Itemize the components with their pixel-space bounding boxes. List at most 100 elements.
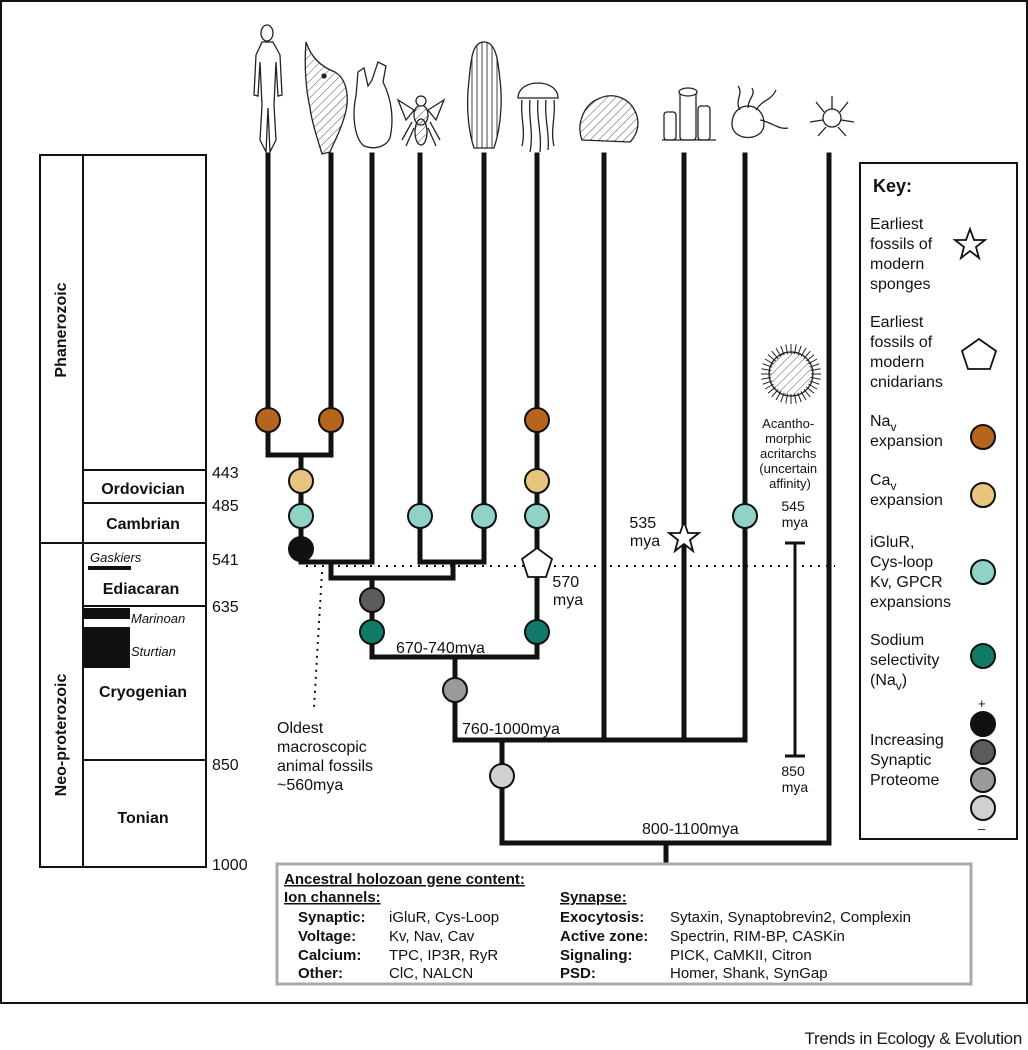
acritarch-spike (764, 383, 774, 390)
nav-marker (255, 407, 281, 433)
ion-row-label: Other: (298, 965, 343, 982)
key-syn-marker-4 (970, 795, 996, 821)
ion-channels-title: Ion channels: (284, 889, 381, 906)
iglur-marker (524, 503, 550, 529)
key-synaptic-label: Increasing Synaptic Proteome (870, 732, 948, 789)
nav-marker (318, 407, 344, 433)
key-sodium-label: Sodium selectivity (Nav) (870, 632, 944, 693)
cnidarian-date-label: 570 mya (552, 574, 583, 609)
sponge-date-label: 535 mya (629, 515, 660, 550)
acritarch-spike (797, 392, 802, 403)
journal-attribution: Trends in Ecology & Evolution (804, 1029, 1023, 1048)
key-syn-marker-3 (970, 767, 996, 793)
fruit-fly-icon (396, 95, 446, 147)
acritarch-spike (771, 388, 779, 398)
organism-icons (253, 24, 855, 404)
coral-icon (579, 95, 639, 143)
sponge-fossil-star-icon (666, 519, 702, 554)
jellyfish-icon (517, 82, 559, 153)
acritarch-spike (805, 354, 815, 362)
key-plus-sign: + (978, 696, 986, 711)
oldest-fossils-label: Oldest macroscopic animal fossils ~560my… (277, 720, 377, 794)
acritarch-range-bar (785, 541, 805, 758)
ion-row-label: Voltage: (298, 928, 356, 945)
key-nav-marker (970, 424, 996, 450)
acritarch-spike (793, 344, 797, 355)
node-800-label: 800-1100mya (642, 821, 739, 838)
acritarch-fossil-icon (761, 344, 821, 404)
acritarch-spike (767, 386, 777, 394)
ion-row-value: iGluR, Cys-Loop (389, 909, 499, 926)
acritarch-spike (764, 358, 774, 365)
ion-row-label: Synaptic: (298, 909, 366, 926)
synaptic-proteome-marker-3 (442, 677, 468, 703)
age-850: 850 (212, 757, 239, 774)
key-minus-sign: – (978, 821, 986, 836)
sodium-selectivity-marker (359, 619, 385, 645)
acritarch-spike (805, 386, 815, 394)
label-marinoan: Marinoan (131, 611, 185, 626)
node-760-label: 760-1000mya (462, 721, 560, 738)
acritarch-spike (762, 363, 773, 368)
iglur-marker (471, 503, 497, 529)
period-tonian: Tonian (117, 810, 168, 827)
key-syn-marker-2 (970, 739, 996, 765)
acritarch-label: Acantho- morphic acritarchs (uncertain a… (759, 416, 820, 491)
placozoan-icon (809, 96, 855, 137)
ion-row-value: TPC, IP3R, RyR (389, 947, 498, 964)
synapse-row-label: Signaling: (560, 947, 633, 964)
label-gaskiers: Gaskiers (90, 550, 142, 565)
synapse-row-value: PICK, CaMKII, Citron (670, 947, 812, 964)
acritarch-spike (803, 388, 811, 398)
synapse-row-value: Sytaxin, Synaptobrevin2, Complexin (670, 909, 911, 926)
key-iglur-marker (970, 559, 996, 585)
synapse-title: Synapse: (560, 889, 627, 906)
acritarch-spike (809, 363, 820, 368)
synapse-row-label: Active zone: (560, 928, 648, 945)
figure-frame (0, 0, 1028, 1004)
acritarch-spike (810, 368, 821, 372)
acritarch-spike (800, 347, 807, 357)
hydrozoan-colony-icon (662, 87, 716, 141)
key-sponges-label: Earliest fossils of modern sponges (870, 216, 937, 293)
acritarch-spike (810, 376, 821, 380)
period-ordovician: Ordovician (101, 481, 185, 498)
acritarch-spike (793, 393, 797, 404)
key-sodium-marker (970, 643, 996, 669)
acritarch-spike (803, 350, 811, 360)
synaptic-proteome-marker-1 (288, 536, 314, 562)
tree-labels: 670-740mya 760-1000mya 800-1100mya 535 m… (277, 416, 820, 838)
synapse-row-value: Spectrin, RIM-BP, CASKin (670, 928, 845, 945)
period-cryogenian: Cryogenian (99, 684, 187, 701)
eon-neoproterozoic: Neo-proterozoic (53, 674, 70, 797)
age-635: 635 (212, 599, 239, 616)
label-sturtian: Sturtian (131, 644, 176, 659)
key-syn-marker-1 (970, 711, 996, 737)
period-ediacaran: Ediacaran (103, 581, 179, 598)
acritarch-spike (775, 347, 782, 357)
iglur-marker (732, 503, 758, 529)
node-670-label: 670-740mya (396, 640, 485, 657)
cav-marker (288, 468, 314, 494)
acritarch-top-date: 545 mya (781, 498, 808, 530)
acritarch-spike (780, 345, 785, 356)
acritarch-spike (808, 383, 818, 390)
acritarch-spike (761, 368, 772, 372)
acritarch-spike (785, 344, 789, 355)
acritarch-spike (775, 391, 782, 401)
synapse-row-value: Homer, Shank, SynGap (670, 965, 828, 982)
period-cambrian: Cambrian (106, 516, 180, 533)
synaptic-proteome-marker-2 (359, 587, 385, 613)
ancestral-gene-content-box: Ancestral holozoan gene content: Ion cha… (275, 862, 973, 986)
acritarch-spike (797, 345, 802, 356)
oldest-fossils-pointer (313, 571, 323, 709)
key-iglur-label: iGluR, Cys-loop Kv, GPCR expansions (870, 534, 951, 611)
timescale-box (39, 154, 207, 868)
ion-row-value: Kv, Nav, Cav (389, 928, 475, 945)
sea-squirt-icon (353, 61, 393, 149)
iglur-marker (288, 503, 314, 529)
ion-row-label: Calcium: (298, 947, 361, 964)
age-485: 485 (212, 498, 239, 515)
age-1000: 1000 (212, 857, 248, 874)
